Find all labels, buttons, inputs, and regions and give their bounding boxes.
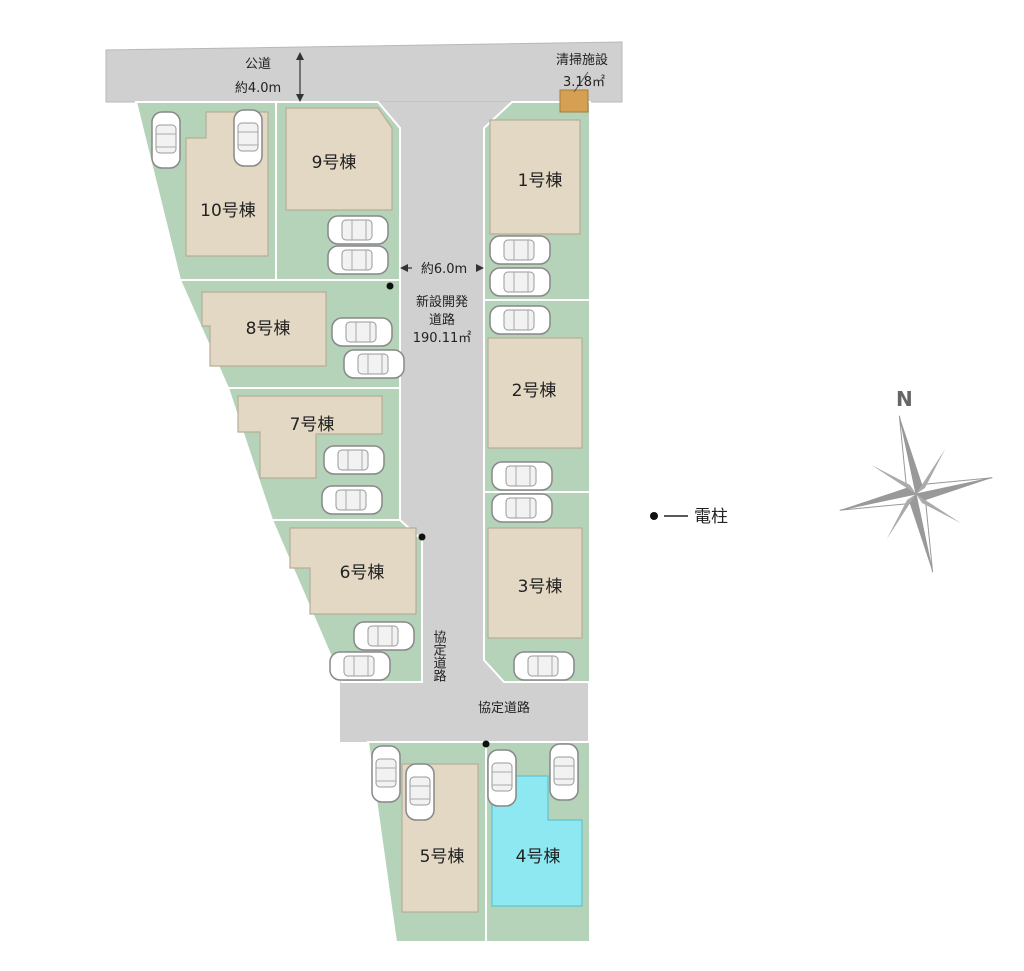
new-road-name-line2: 道路	[429, 312, 455, 328]
public-road	[105, 41, 623, 103]
parking-car	[491, 461, 553, 491]
building-8-label: 8号棟	[246, 319, 291, 339]
utility-pole	[418, 533, 426, 541]
parking-car	[329, 651, 391, 681]
building-2	[487, 337, 583, 449]
utility-pole	[482, 740, 490, 748]
parking-car	[327, 245, 389, 275]
parking-car	[353, 621, 415, 651]
compass-rose-icon	[839, 415, 993, 573]
parking-car	[343, 349, 405, 379]
arrow-head	[400, 264, 408, 272]
parking-car	[513, 651, 575, 681]
new-development-road	[378, 102, 512, 520]
parking-car	[371, 745, 401, 803]
parking-car	[151, 111, 181, 169]
parking-car	[491, 493, 553, 523]
building-6	[289, 527, 417, 615]
parking-car	[489, 305, 551, 335]
parking-car	[327, 215, 389, 245]
building-5-label: 5号棟	[420, 847, 465, 867]
facility-name: 清掃施設	[556, 52, 608, 68]
building-9-label: 9号棟	[312, 153, 357, 173]
building-1	[489, 119, 581, 235]
building-7-label: 7号棟	[290, 415, 335, 435]
building-10-label: 10号棟	[200, 201, 256, 221]
utility-pole-legend-icon	[650, 512, 658, 520]
public-road-width: 約4.0m	[235, 81, 281, 96]
parking-car	[489, 267, 551, 297]
facility-area: 3.18㎡	[563, 75, 605, 90]
compass-north-label: N	[896, 387, 913, 411]
new-road-area: 190.11㎡	[413, 331, 472, 346]
building-9	[285, 107, 393, 211]
arrow-head	[296, 52, 304, 60]
new-road-width: 約6.0m	[421, 262, 467, 277]
parking-car	[321, 485, 383, 515]
building-2-label: 2号棟	[512, 381, 557, 401]
agreement-road-horizontal: 協定道路	[478, 700, 530, 716]
parking-car	[331, 317, 393, 347]
building-4-label: 4号棟	[516, 847, 561, 867]
facility-leader-line	[573, 71, 589, 93]
new-road-name-line1: 新設開発	[416, 294, 468, 310]
building-3-label: 3号棟	[518, 577, 563, 597]
parking-car	[549, 743, 579, 801]
building-6-label: 6号棟	[340, 563, 385, 583]
building-8	[201, 291, 327, 367]
parking-car	[489, 235, 551, 265]
arrow-head	[476, 264, 484, 272]
parking-car	[487, 749, 517, 807]
public-road-name: 公道	[245, 57, 271, 72]
building-1-label: 1号棟	[518, 171, 563, 191]
arrow-head	[296, 94, 304, 102]
utility-pole-legend-label: 電柱	[694, 507, 728, 527]
building-3	[487, 527, 583, 639]
parking-car	[405, 763, 435, 821]
parking-car	[233, 109, 263, 167]
building-7	[237, 395, 383, 479]
parking-car	[323, 445, 385, 475]
utility-pole	[386, 282, 394, 290]
cleaning-facility	[559, 89, 589, 113]
agreement-road-vertical: 協定道路	[431, 630, 447, 682]
